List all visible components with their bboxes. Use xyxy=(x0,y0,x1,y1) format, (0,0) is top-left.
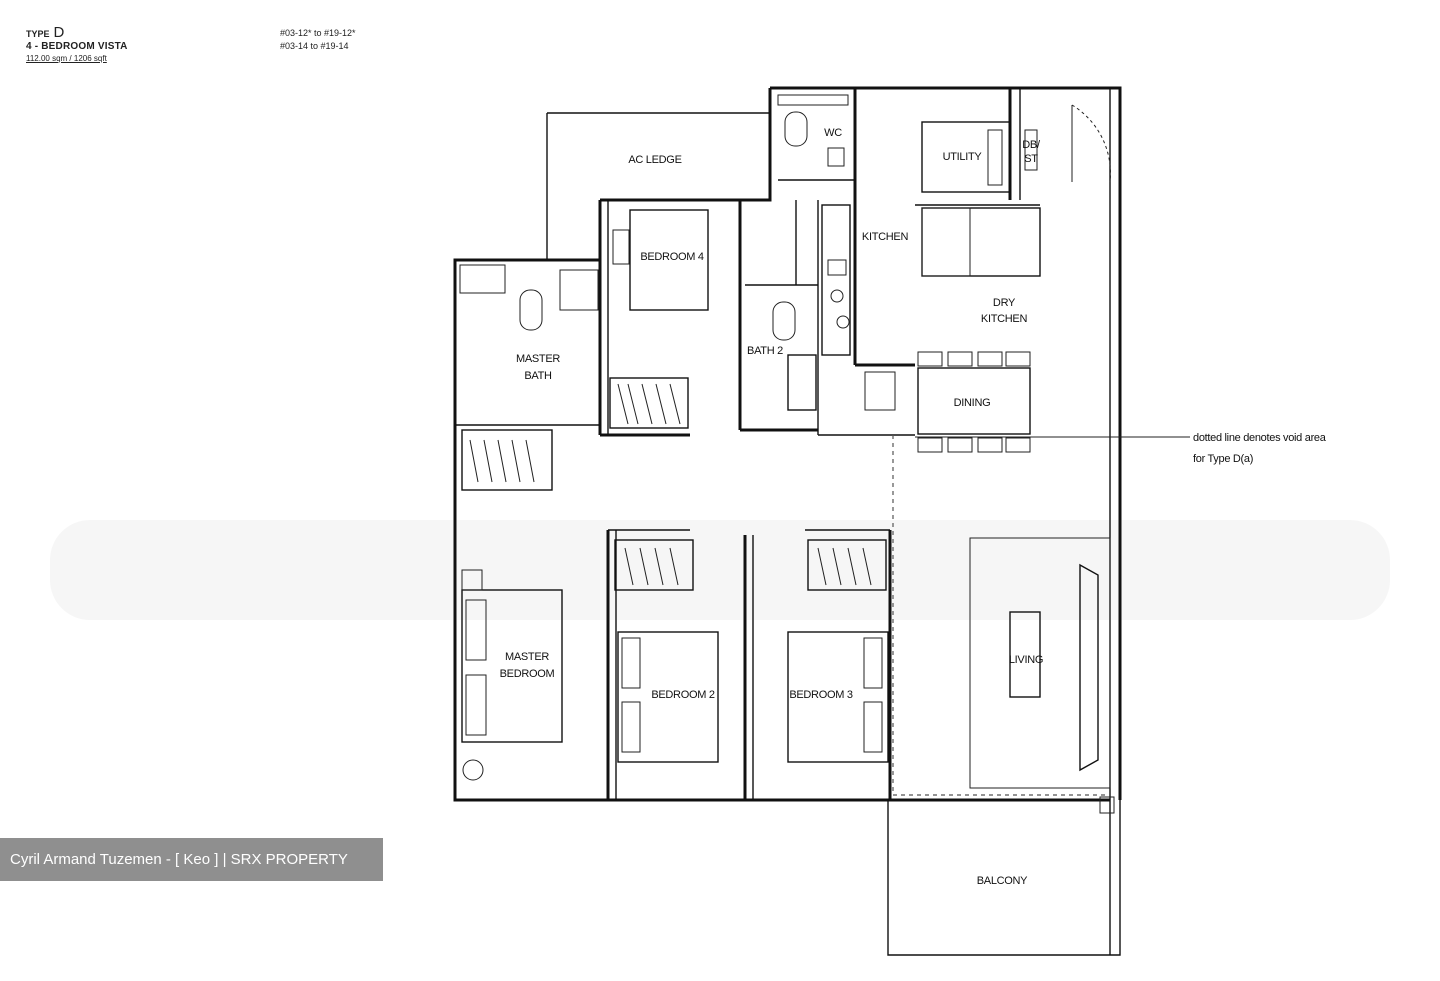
label-bedroom4: BEDROOM 4 xyxy=(640,251,703,263)
master-bath-toilet xyxy=(519,289,543,331)
void-note: dotted line denotes void area for Type D… xyxy=(1193,432,1327,465)
utility-block xyxy=(921,121,1011,193)
watermark-band xyxy=(50,520,1390,620)
label-balcony: BALCONY xyxy=(977,875,1028,887)
unit-type-prefix: TYPE xyxy=(26,29,50,39)
dining-table xyxy=(917,367,1031,435)
unit-area: 112.00 sqm / 1206 sqft xyxy=(26,54,107,63)
bedroom4-bed xyxy=(629,209,709,311)
label-master-bedroom-1: MASTER xyxy=(505,651,549,663)
bedroom2-bed xyxy=(617,631,719,763)
label-dry-kitchen-1: DRY xyxy=(993,297,1016,309)
label-dry-kitchen-2: KITCHEN xyxy=(981,313,1028,325)
label-master-bath-1: MASTER xyxy=(516,353,560,365)
unit-name: 4 - BEDROOM VISTA xyxy=(26,41,128,52)
label-dbst-1: DB/ xyxy=(1022,139,1041,151)
label-dining: DINING xyxy=(954,397,991,409)
living-sofa xyxy=(1079,563,1099,772)
void-note-line-2: for Type D(a) xyxy=(1193,453,1253,465)
label-living: LIVING xyxy=(1009,654,1043,666)
label-dbst-2: ST xyxy=(1024,153,1038,165)
label-bedroom2: BEDROOM 2 xyxy=(651,689,714,701)
label-bedroom3: BEDROOM 3 xyxy=(789,689,852,701)
void-dotted-line xyxy=(892,435,1190,796)
interior-walls xyxy=(455,88,1040,800)
unit-type-letter: D xyxy=(53,24,65,41)
kitchen-counter xyxy=(921,207,1041,277)
bedroom3-bed xyxy=(787,631,889,763)
wc-basin xyxy=(827,147,845,167)
agent-credit-banner: Cyril Armand Tuzemen - [ Keo ] | SRX PRO… xyxy=(0,838,383,881)
living-coffee-table xyxy=(1009,611,1041,698)
furniture xyxy=(459,94,1115,814)
room-labels: AC LEDGE WC UTILITY DB/ ST KITCHEN DRY K… xyxy=(500,127,1044,887)
bedroom3-wardrobe xyxy=(807,539,887,591)
outer-walls xyxy=(453,86,1122,956)
wc-toilet xyxy=(784,111,808,147)
label-bath2: BATH 2 xyxy=(747,345,783,357)
bedroom2-wardrobe xyxy=(614,539,694,591)
master-bed xyxy=(461,589,563,743)
kitchen-worktop xyxy=(821,204,851,356)
unit-numbers-line-1: #03-12* to #19-12* xyxy=(280,28,356,38)
label-acledge: AC LEDGE xyxy=(628,154,681,166)
label-master-bath-2: BATH xyxy=(524,370,552,382)
bedroom4-wardrobe xyxy=(609,377,689,429)
living-rug xyxy=(969,537,1111,789)
void-note-line-1: dotted line denotes void area xyxy=(1193,432,1327,444)
bath2-toilet xyxy=(772,301,796,341)
label-master-bedroom-2: BEDROOM xyxy=(500,668,555,680)
label-utility: UTILITY xyxy=(943,151,983,163)
label-wc: WC xyxy=(824,127,842,139)
unit-numbers-line-2: #03-14 to #19-14 xyxy=(280,41,349,51)
entrance-door-swing xyxy=(1071,104,1111,183)
master-wardrobe xyxy=(461,429,553,491)
label-kitchen: KITCHEN xyxy=(862,231,909,243)
